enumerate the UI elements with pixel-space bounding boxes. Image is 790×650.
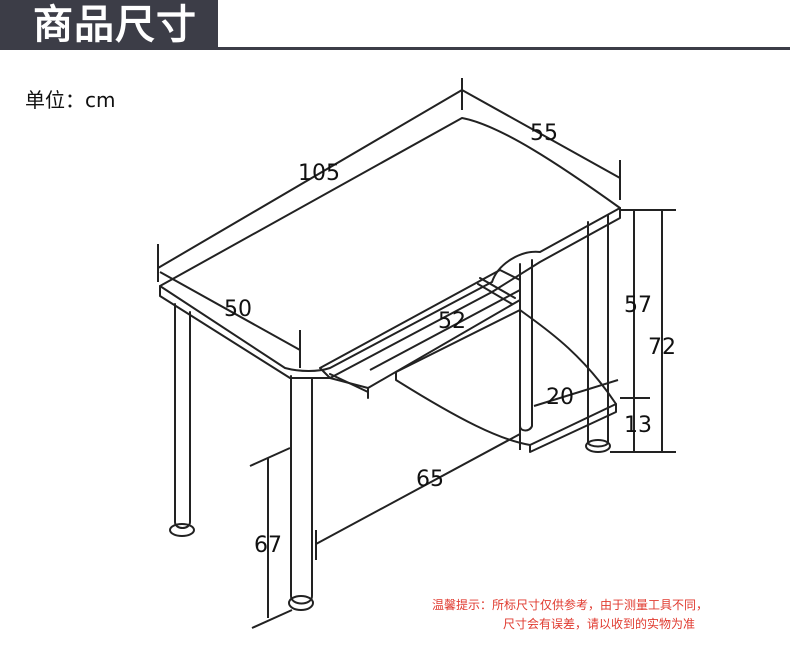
desk-top-outline xyxy=(159,117,621,372)
dim-line-depth-top xyxy=(461,89,621,179)
dim-label-lower-shelf-height: 13 xyxy=(624,413,652,438)
dim-line-tray xyxy=(369,289,521,371)
keyboard-tray-rail xyxy=(329,277,516,399)
foot-back-right xyxy=(585,439,611,453)
note-line-2: 尺寸会有误差，请以收到的实物为准 xyxy=(503,617,696,631)
header-divider xyxy=(218,47,790,50)
page-title: 商品尺寸 xyxy=(0,0,218,50)
leg-inner xyxy=(519,259,533,432)
foot-front-middle xyxy=(288,595,314,611)
desk-top-edge xyxy=(159,207,621,379)
dim-label-width: 105 xyxy=(298,161,340,186)
dim-tick-leg-height-bottom xyxy=(251,609,293,629)
note-line-1: 温馨提示：所标尺寸仅供参考，由于测量工具不同， xyxy=(432,598,709,612)
dim-label-leg-span: 65 xyxy=(416,467,444,492)
dim-label-depth-side: 50 xyxy=(224,297,252,322)
dim-label-keyboard-tray: 52 xyxy=(438,309,466,334)
size-disclaimer-note: 温馨提示：所标尺寸仅供参考，由于测量工具不同， 尺寸会有误差，请以收到的实物为准 xyxy=(432,596,708,634)
dim-line-leg-span xyxy=(315,433,521,545)
dim-line-width xyxy=(157,89,463,269)
dim-label-depth-top: 55 xyxy=(530,121,558,146)
leg-front-left xyxy=(174,303,191,529)
leg-front-middle xyxy=(290,375,313,605)
foot-front-left xyxy=(169,523,195,537)
dim-line-depth-side xyxy=(159,271,301,351)
lower-shelf-edge xyxy=(529,403,617,453)
unit-label: 单位：cm xyxy=(25,88,116,112)
dim-label-shelf-depth: 20 xyxy=(546,385,574,410)
dim-label-leg-height: 67 xyxy=(254,533,282,558)
keyboard-tray xyxy=(319,269,521,389)
lower-shelf xyxy=(395,309,617,446)
dim-tick-leg-height-top xyxy=(249,447,291,467)
dim-label-upper-height: 57 xyxy=(624,293,652,318)
dim-label-total-height: 72 xyxy=(648,335,676,360)
dim-line-shelf-depth xyxy=(533,379,619,407)
